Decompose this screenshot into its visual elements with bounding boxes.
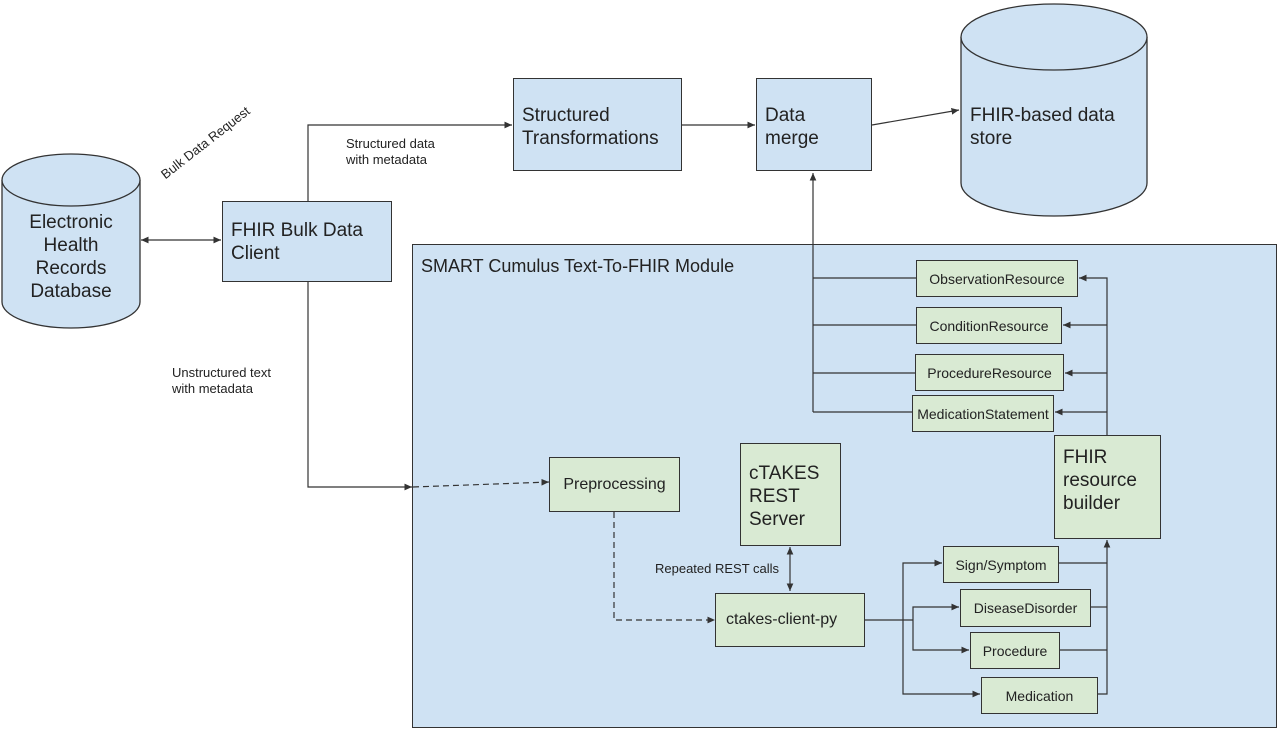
edge-bulk-structured [307,121,512,201]
ctakes-client-py: ctakes-client-py [715,593,865,647]
procedure-resource: ProcedureResource [915,354,1064,391]
structured-data-label: Structured data with metadata [346,136,435,167]
fhir-data-store-cylinder [960,3,1148,217]
fhir-resource-builder: FHIR resource builder [1054,435,1161,539]
repeated-rest-calls-label: Repeated REST calls [655,561,780,576]
ctakes-rest-server: cTAKES REST Server [740,443,841,546]
edge-preprocessing-client [613,512,715,624]
edge-builder-resources [1079,274,1108,435]
observation-resource: ObservationResource [916,260,1078,297]
unstructured-text-label: Unstructured text with metadata [172,365,271,396]
edge-merge-store [871,107,960,126]
condition-resource: ConditionResource [916,307,1062,344]
preprocessing: Preprocessing [549,457,680,512]
fhir-bulk-data-client: FHIR Bulk Data Client [222,201,392,282]
medication-statement: MedicationStatement [912,395,1054,432]
sign-symptom: Sign/Symptom [943,546,1059,583]
fhir-data-store-label: FHIR-based data store [970,105,1115,149]
procedure-category: Procedure [970,632,1060,669]
structured-transformations: Structured Transformations [513,78,682,171]
medication-category: Medication [981,677,1098,714]
edge-module-preprocessing [412,478,550,488]
edge-bulk-module [307,282,412,491]
disease-disorder: DiseaseDisorder [960,589,1091,627]
ehr-database-label: Electronic Health Records Database [29,212,113,302]
data-merge: Data merge [756,78,872,171]
module-title: SMART Cumulus Text-To-FHIR Module [421,256,735,276]
ehr-database-cylinder [1,153,141,329]
